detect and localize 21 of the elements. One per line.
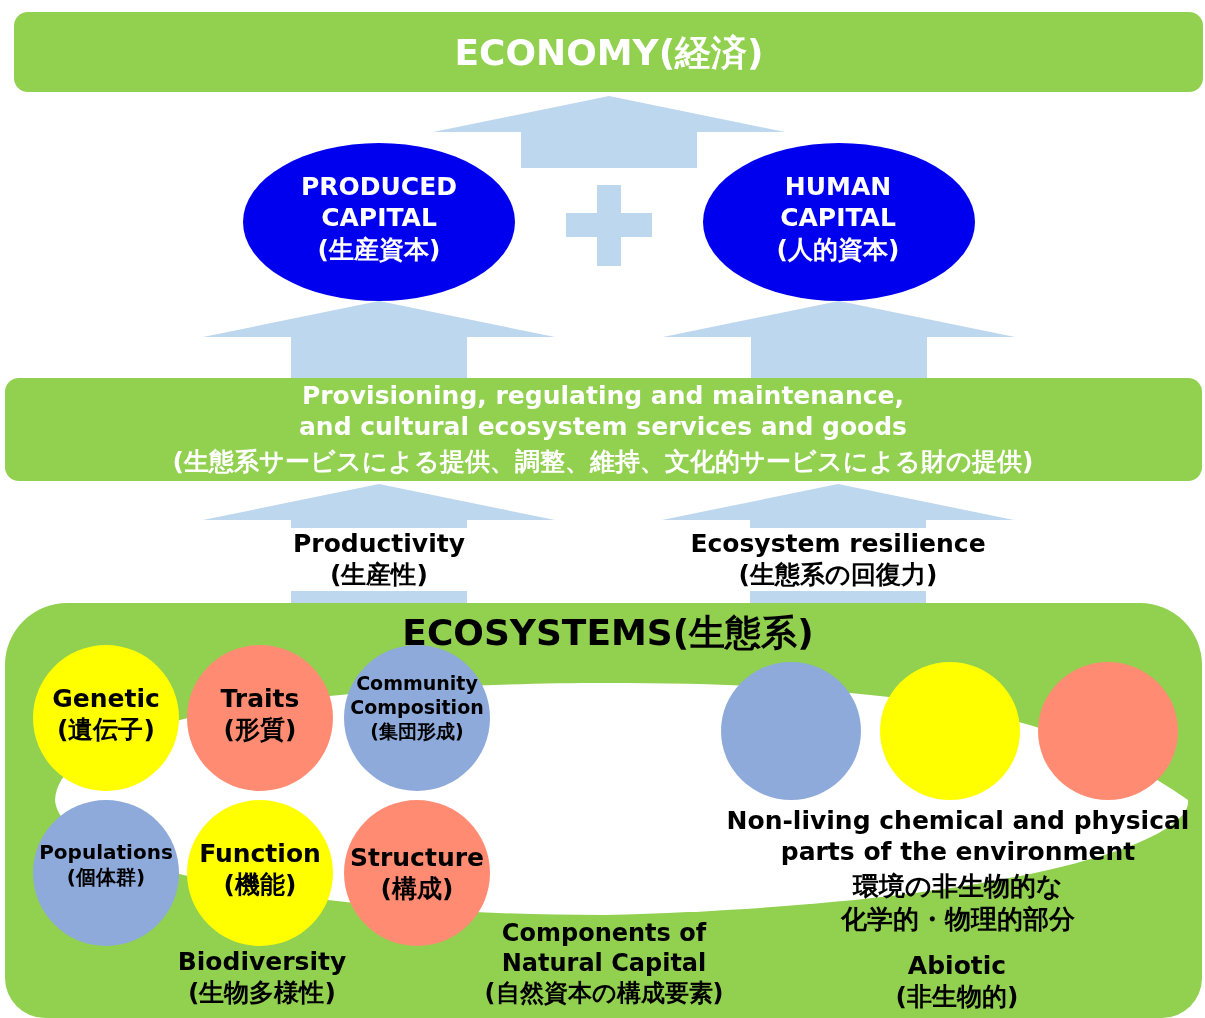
group-label: Abiotic (非生物的) xyxy=(894,950,1020,1013)
ellipse-label: HUMAN CAPITAL (人的資本) xyxy=(775,171,901,265)
ecosystem-panel xyxy=(5,603,1202,1018)
circle-label: Genetic (遺伝子) xyxy=(51,683,161,746)
circle-label: Function (機能) xyxy=(198,838,322,901)
title: ECONOMY(経済) xyxy=(453,31,765,75)
circle-label: Populations (個体群) xyxy=(38,840,174,890)
circle-label: Community Composition (集団形成) xyxy=(349,672,485,744)
panel-heading: ECOSYSTEMS(生態系) xyxy=(401,611,815,655)
ellipse-label: PRODUCED CAPITAL (生産資本) xyxy=(299,171,459,265)
title-bar xyxy=(14,12,1203,92)
group-label: Components of Natural Capital (自然資本の構成要素) xyxy=(483,918,725,1008)
services-label: (生態系サービスによる提供、調整、維持、文化的サービスによる財の提供) xyxy=(171,446,1035,478)
circle-label: Structure (構成) xyxy=(349,842,485,905)
services-bar xyxy=(5,378,1202,481)
services-label: Provisioning, regulating and maintenance, and cultural ecosystem services and goods xyxy=(298,380,908,443)
block-arrow xyxy=(433,96,785,168)
block-arrow xyxy=(203,301,555,378)
group-label: Biodiversity (生物多様性) xyxy=(176,946,348,1009)
circle-label: Traits (形質) xyxy=(219,683,301,746)
block-arrow xyxy=(663,301,1015,378)
